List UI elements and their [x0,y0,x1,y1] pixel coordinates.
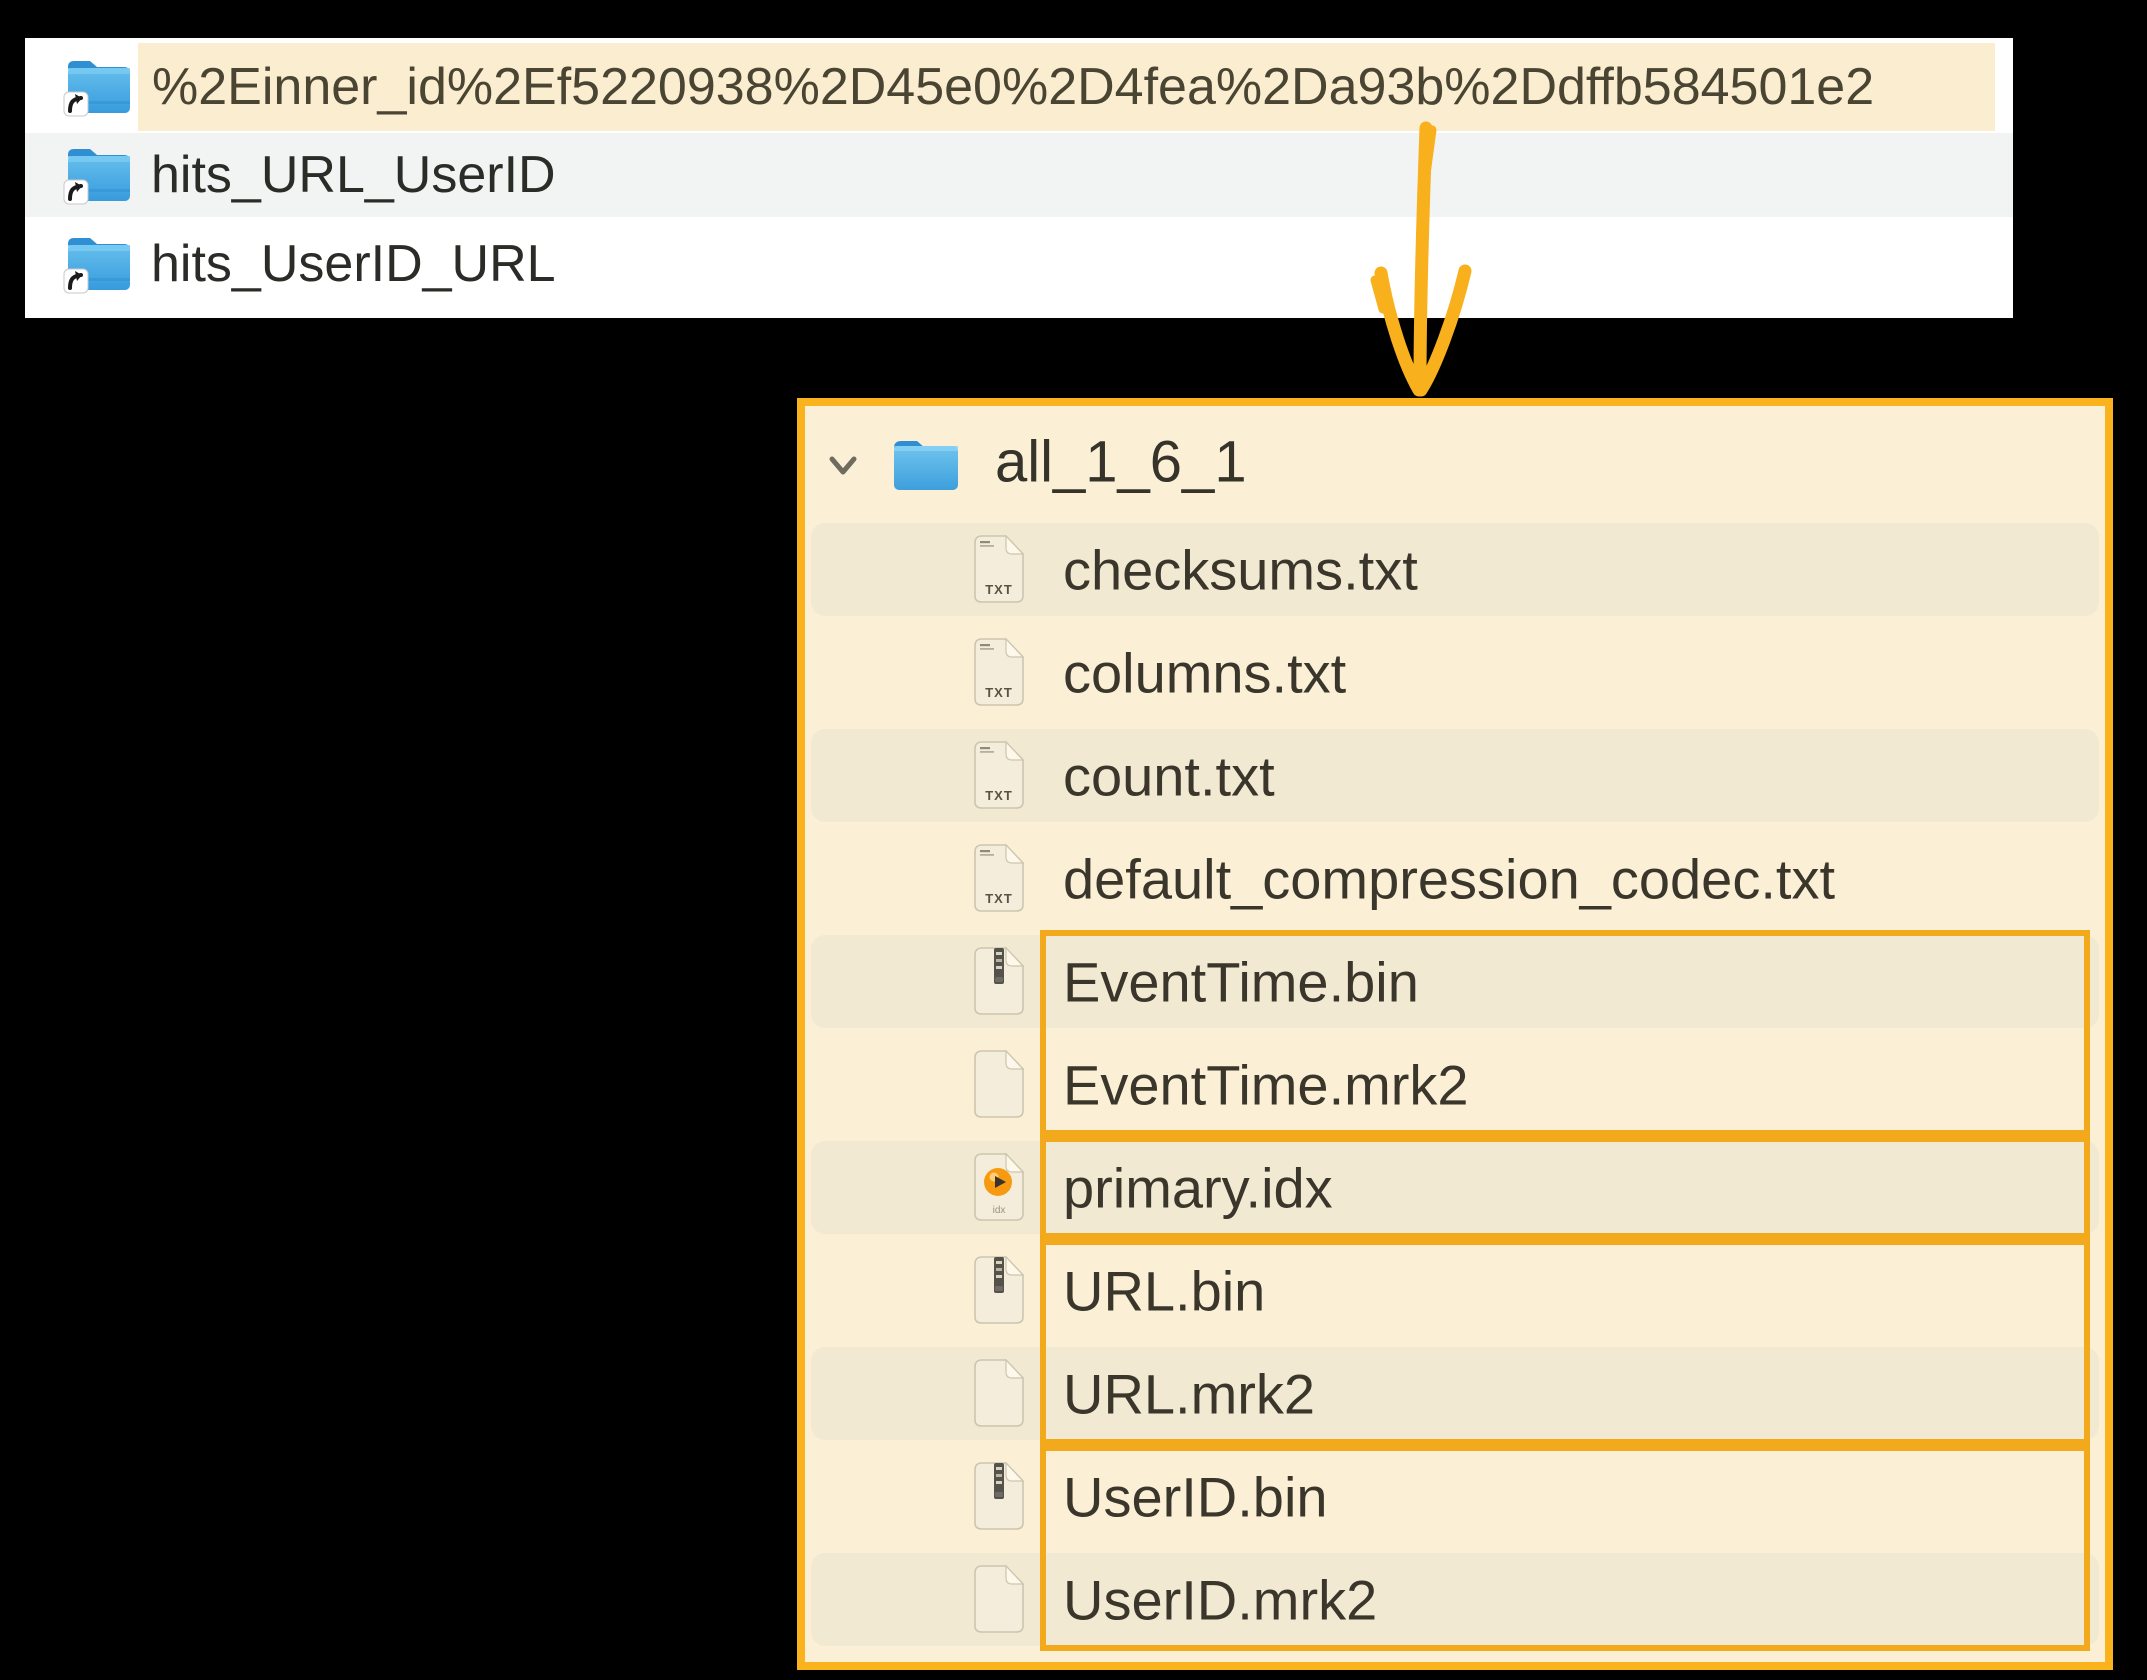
file-row-url-mrk2[interactable]: URL.mrk2 [805,1342,2105,1445]
file-name: URL.bin [1063,1259,1266,1322]
annotation-arrow-down [1370,121,1472,397]
file-name: count.txt [1063,744,1275,807]
row-stripe [811,729,2099,822]
file-name: EventTime.mrk2 [1063,1053,1469,1116]
txt-file-icon: TXT [974,740,1025,809]
file-name: URL.mrk2 [1063,1362,1316,1425]
userid-column-box [1040,1445,2090,1651]
file-name: primary.idx [1063,1156,1333,1219]
eventtime-column-box [1040,930,2090,1136]
file-row-default_compression_codec-txt[interactable]: TXT default_compression_codec.txt [805,827,2105,930]
file-name: EventTime.bin [1063,950,1419,1013]
part-directory-panel: all_1_6_1 TXT checksums.txt TXT columns.… [797,398,2113,1670]
file-row-checksums-txt[interactable]: TXT checksums.txt [805,518,2105,621]
file-name: columns.txt [1063,641,1347,704]
primary-index-box [1040,1136,2090,1239]
file-row-primary-idx[interactable]: idx primary.idx [805,1136,2105,1239]
folder-name: hits_URL_UserID [151,146,556,204]
folder-name: %2Einner_id%2Ef5220938%2D45e0%2D4fea%2Da… [152,58,1875,116]
row-stripe [811,1553,2099,1646]
file-row-url-bin[interactable]: URL.bin [805,1239,2105,1342]
chevron-down-icon[interactable] [821,444,865,488]
plain-file-icon [974,1564,1025,1633]
row-stripe [811,523,2099,616]
file-name: default_compression_codec.txt [1063,847,1835,910]
tree-root-row[interactable]: all_1_6_1 [805,406,2105,518]
bin-file-icon [974,1461,1025,1530]
svg-text:TXT: TXT [985,891,1013,906]
file-row-userid-mrk2[interactable]: UserID.mrk2 [805,1548,2105,1651]
alias-arrow-badge [63,179,89,205]
folder-alias-icon [63,61,130,117]
file-name: checksums.txt [1063,538,1418,601]
txt-file-icon: TXT [974,843,1025,912]
txt-file-icon: TXT [974,637,1025,706]
url-column-box [1040,1239,2090,1445]
folder-row-hits_userid_url[interactable]: hits_UserID_URL [25,219,2013,309]
plain-file-icon [974,1358,1025,1427]
svg-text:idx: idx [993,1205,1006,1216]
file-name: UserID.bin [1063,1465,1328,1528]
bin-file-icon [974,1255,1025,1324]
alias-arrow-badge [63,91,89,117]
alias-arrow-badge [63,268,89,294]
finder-list-window: %2Einner_id%2Ef5220938%2D45e0%2D4fea%2Da… [25,38,2013,318]
file-row-userid-bin[interactable]: UserID.bin [805,1445,2105,1548]
txt-file-icon: TXT [974,534,1025,603]
folder-row-inner-id[interactable]: %2Einner_id%2Ef5220938%2D45e0%2D4fea%2Da… [25,43,2013,131]
folder-icon [894,441,958,490]
folder-alias-icon [63,238,130,294]
bin-file-icon [974,946,1025,1015]
file-row-eventtime-bin[interactable]: EventTime.bin [805,930,2105,1033]
folder-name: hits_UserID_URL [151,235,556,293]
row-stripe [811,1141,2099,1234]
file-row-eventtime-mrk2[interactable]: EventTime.mrk2 [805,1033,2105,1136]
file-row-count-txt[interactable]: TXT count.txt [805,724,2105,827]
svg-text:TXT: TXT [985,582,1013,597]
file-row-columns-txt[interactable]: TXT columns.txt [805,621,2105,724]
svg-text:TXT: TXT [985,685,1013,700]
folder-row-hits_url_userid[interactable]: hits_URL_UserID [25,133,2013,217]
root-folder-label: all_1_6_1 [995,429,1247,495]
row-stripe [811,1347,2099,1440]
selected-name-highlight: %2Einner_id%2Ef5220938%2D45e0%2D4fea%2Da… [138,43,1995,131]
plain-file-icon [974,1049,1025,1118]
file-name: UserID.mrk2 [1063,1568,1378,1631]
idx-file-icon: idx [974,1152,1025,1221]
row-stripe [811,935,2099,1028]
svg-text:TXT: TXT [985,788,1013,803]
folder-alias-icon [63,149,130,205]
